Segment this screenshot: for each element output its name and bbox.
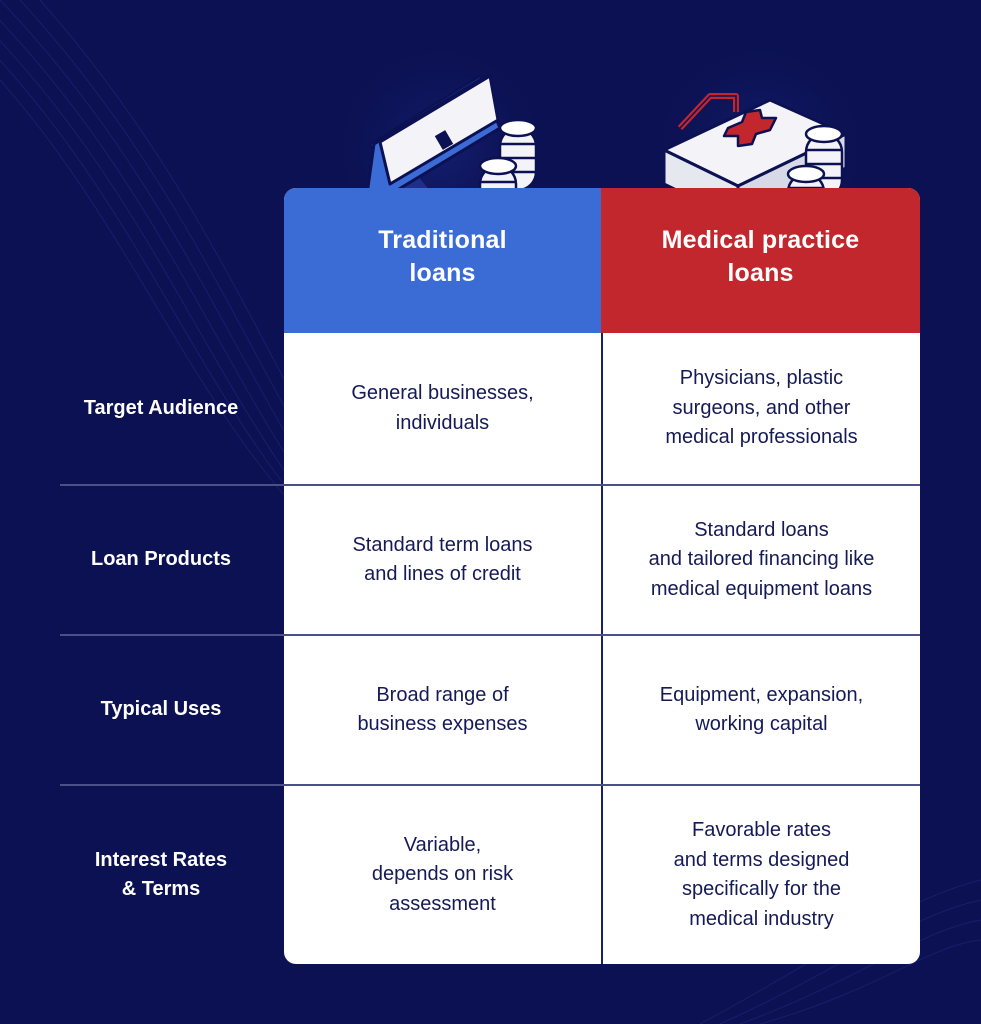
row-label-line: Typical Uses [100,698,222,721]
cell-loan-products-traditional: Standard term loans and lines of credit [284,486,601,634]
row-label-line: Target Audience [83,396,239,419]
cell-line: individuals [395,411,490,434]
cell-target-audience-traditional: General businesses, individuals [284,333,601,484]
comparison-table: Traditional loans Medical practice loans… [284,188,920,964]
header-title-line: loans [727,258,794,287]
cell-typical-uses-medical: Equipment, expansion, working capital [603,636,920,784]
header-title-line: Traditional [378,225,507,254]
cell-target-audience-medical: Physicians, plastic surgeons, and other … [603,333,920,484]
header-traditional-loans: Traditional loans [284,188,601,333]
cell-line: Favorable rates [692,819,831,841]
row-label-line: & Terms [121,878,201,900]
cell-line: General businesses, [351,382,534,404]
cell-line: business expenses [357,713,528,735]
cell-line: and lines of credit [364,563,521,585]
cell-interest-rates-traditional: Variable, depends on risk assessment [284,786,601,964]
row-label-typical-uses: Typical Uses [60,636,262,784]
cell-line: and terms designed [673,848,850,871]
cell-line: Broad range of [376,683,509,706]
cell-line: surgeons, and other [672,396,851,419]
row-divider [60,784,920,786]
cell-line: assessment [389,892,496,915]
row-label-loan-products: Loan Products [60,486,262,634]
row-label-line: Interest Rates [94,848,228,871]
cell-line: and tailored financing like [648,548,875,571]
cell-line: Equipment, expansion, [659,683,864,706]
row-label-line: Loan Products [90,548,231,571]
cell-line: Physicians, plastic [679,367,844,390]
cell-line: medical equipment loans [650,577,873,600]
cell-line: Standard term loans [352,533,533,556]
row-divider [60,634,920,636]
column-divider [601,333,603,964]
cell-line: depends on risk [371,863,514,886]
cell-line: Variable, [403,833,482,856]
cell-line: working capital [695,713,828,735]
cell-line: specifically for the [682,878,841,900]
cell-typical-uses-traditional: Broad range of business expenses [284,636,601,784]
cell-loan-products-medical: Standard loans and tailored financing li… [603,486,920,634]
row-divider [60,484,920,486]
row-label-interest-rates-terms: Interest Rates & Terms [60,786,262,964]
header-title-line: Medical practice [661,225,860,254]
header-medical-practice-loans: Medical practice loans [601,188,920,333]
row-label-target-audience: Target Audience [60,333,262,484]
cell-line: Standard loans [694,518,829,541]
cell-interest-rates-medical: Favorable rates and terms designed speci… [603,786,920,964]
cell-line: medical industry [689,907,834,930]
cell-line: medical professionals [665,426,858,449]
header-title-line: loans [409,258,476,287]
